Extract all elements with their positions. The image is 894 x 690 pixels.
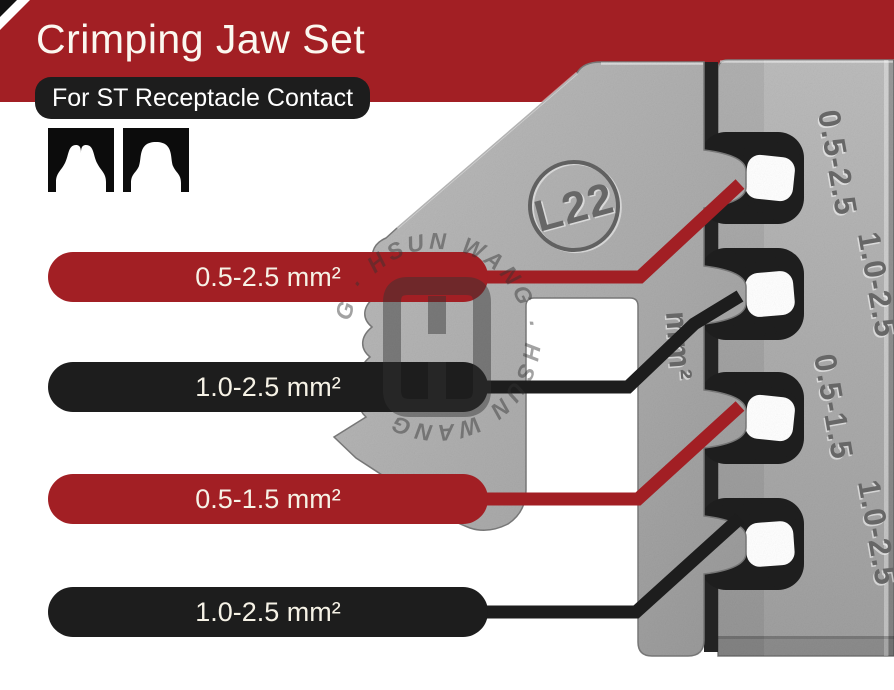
engraving-0.5-1.5: 0.5-1.5 0.5-1.5 [806,351,860,464]
subtitle-badge: For ST Receptacle Contact [35,77,371,119]
callout-pill-0.5-1.5: 0.5-1.5 mm² [48,474,488,524]
corner-black-triangle [0,0,17,17]
double-dimple-crimp-profile-icon [48,128,114,192]
svg-text:mm²: mm² [659,310,699,382]
callout-label: 0.5-2.5 mm² [195,261,341,292]
callout-pill-1.0-2.5-upper: 1.0-2.5 mm² [48,362,488,412]
page-title: Crimping Jaw Set [36,16,366,62]
oval-crimp-profile-icon [123,128,189,192]
callout-pill-1.0-2.5-lower: 1.0-2.5 mm² [48,587,488,637]
callout-label: 1.0-2.5 mm² [195,596,341,627]
crimp-profile-icons [48,128,189,192]
unit-engraving: mm² mm² [658,310,699,384]
callout-label: 1.0-2.5 mm² [195,371,341,402]
callout-label: 0.5-1.5 mm² [195,483,341,514]
callout-pill-0.5-2.5: 0.5-2.5 mm² [48,252,488,302]
